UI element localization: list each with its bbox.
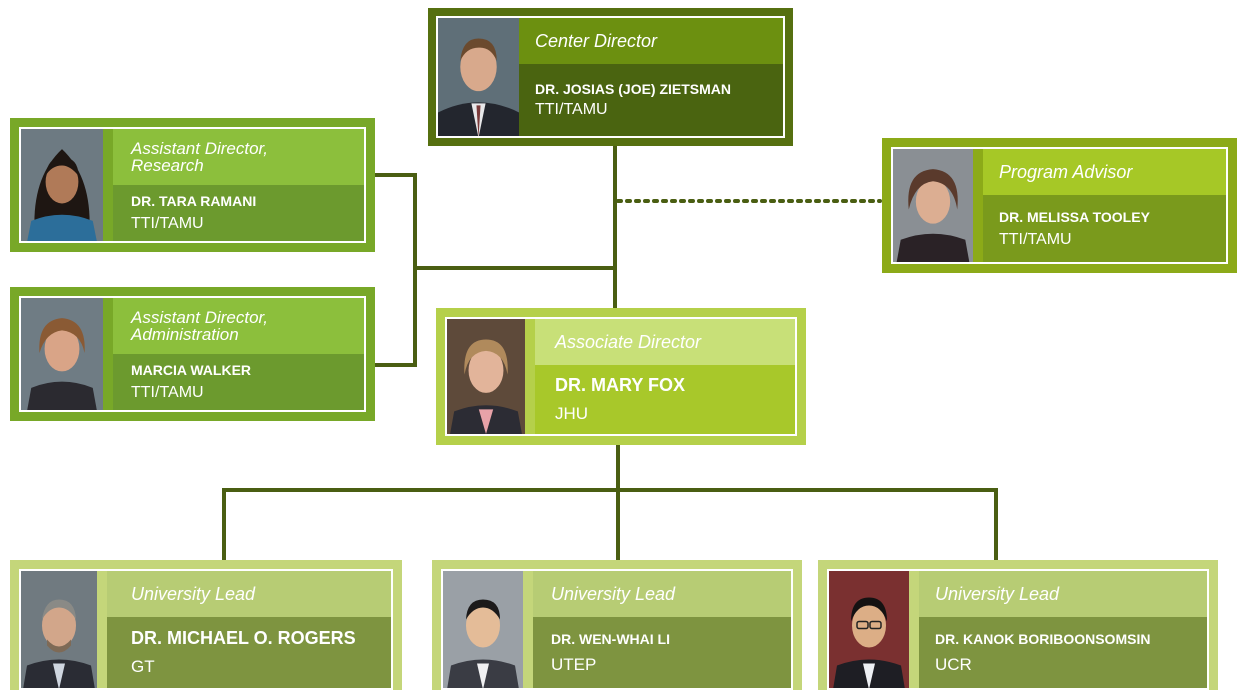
research-role: Assistant Director, Research <box>131 139 268 175</box>
gt-photo <box>21 571 97 688</box>
assistant-director-research-card: Assistant Director, Research DR. TARA RA… <box>10 118 375 252</box>
gt-role: University Lead <box>131 583 256 604</box>
research-name: DR. TARA RAMANI <box>131 193 257 209</box>
associate-director-card: Associate Director DR. MARY FOX JHU <box>436 308 806 445</box>
director-role: Center Director <box>535 30 658 51</box>
university-lead-utep-card: University Lead DR. WEN-WHAI LI UTEP <box>432 560 802 690</box>
utep-name: DR. WEN-WHAI LI <box>551 630 670 647</box>
advisor-role: Program Advisor <box>999 161 1133 182</box>
advisor-name: DR. MELISSA TOOLEY <box>999 208 1150 225</box>
gt-name: DR. MICHAEL O. ROGERS <box>131 628 356 648</box>
advisor-photo <box>893 149 973 262</box>
associate-role: Associate Director <box>555 331 702 352</box>
director-photo <box>438 18 519 136</box>
associate-org: JHU <box>555 404 589 423</box>
research-org: TTI/TAMU <box>131 215 204 232</box>
associate-name: DR. MARY FOX <box>555 375 686 395</box>
utep-org: UTEP <box>551 654 597 674</box>
university-lead-gt-card: University Lead DR. MICHAEL O. ROGERS GT <box>10 560 402 690</box>
assistant-director-admin-card: Assistant Director, Administration MARCI… <box>10 287 375 421</box>
center-director-card: Center Director DR. JOSIAS (JOE) ZIETSMA… <box>428 8 793 146</box>
director-name: DR. JOSIAS (JOE) ZIETSMAN <box>535 81 732 97</box>
research-photo <box>21 129 103 241</box>
ucr-org: UCR <box>935 654 972 674</box>
admin-photo <box>21 298 103 410</box>
ucr-role: University Lead <box>935 583 1060 604</box>
utep-photo <box>443 571 523 688</box>
advisor-org: TTI/TAMU <box>999 230 1072 248</box>
ucr-photo <box>829 571 909 688</box>
gt-org: GT <box>131 657 155 676</box>
associate-photo <box>447 319 525 434</box>
program-advisor-card: Program Advisor DR. MELISSA TOOLEY TTI/T… <box>882 138 1237 273</box>
utep-role: University Lead <box>551 583 676 604</box>
director-org: TTI/TAMU <box>535 101 608 118</box>
university-lead-ucr-card: University Lead DR. KANOK BORIBOONSOMSIN… <box>818 560 1218 690</box>
admin-org: TTI/TAMU <box>131 384 204 401</box>
ucr-name: DR. KANOK BORIBOONSOMSIN <box>935 630 1151 647</box>
admin-role: Assistant Director, Administration <box>131 308 268 344</box>
admin-name: MARCIA WALKER <box>131 362 252 378</box>
